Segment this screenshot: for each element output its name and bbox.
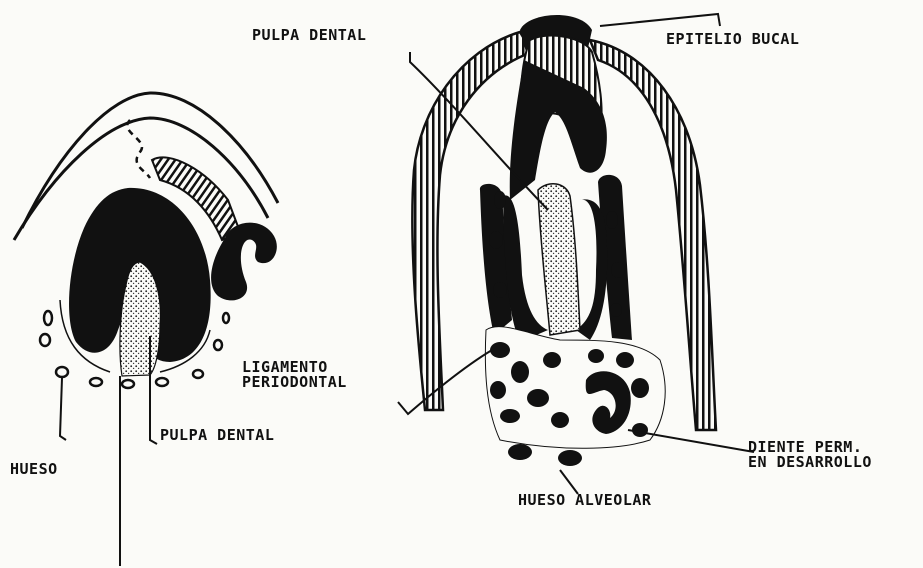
left-bone-fragment [56, 367, 68, 377]
left-bone-fragment [122, 380, 134, 388]
left-bone-fragment [156, 378, 168, 386]
leader-line-hueso [60, 378, 66, 440]
leader-line-ligamento [398, 350, 492, 414]
left-bone-fragment [223, 313, 229, 323]
right-tooth-inner-right [576, 199, 607, 340]
left-bone-fragment [44, 311, 52, 325]
left-bone-fragment [193, 370, 203, 378]
label-ligamento-line2: PERIODONTAL [242, 373, 347, 391]
label-pulpa-dental-right: PULPA DENTAL [252, 26, 366, 44]
left-dashed-cord [127, 120, 150, 178]
label-pulpa-dental-left: PULPA DENTAL [160, 426, 274, 444]
left-bone-fragment [214, 340, 222, 350]
label-diente-line2: EN DESARROLLO [748, 453, 872, 471]
label-epitelio-bucal: EPITELIO BUCAL [666, 30, 799, 48]
leader-line-epitelio [600, 14, 720, 26]
left-bone-fragment [90, 378, 102, 386]
left-figure [14, 93, 278, 566]
label-hueso-alveolar: HUESO ALVEOLAR [518, 491, 652, 509]
right-figure [398, 14, 754, 494]
label-hueso: HUESO [10, 460, 58, 478]
left-bone-fragment [40, 334, 50, 346]
